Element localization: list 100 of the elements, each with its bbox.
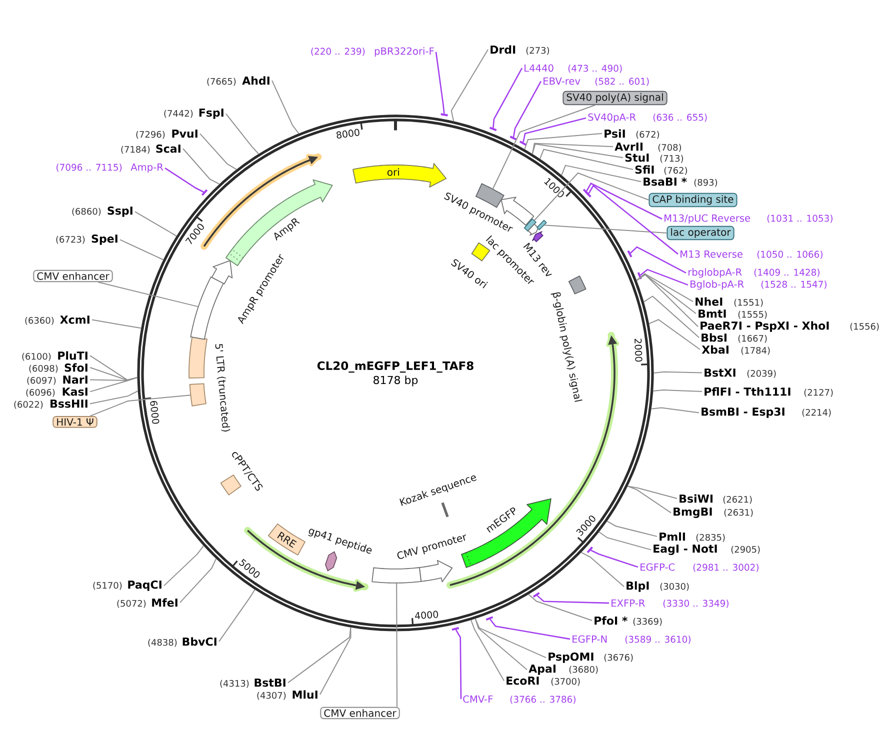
site-label: BssHII [50, 400, 88, 408]
site-label: NarI [63, 376, 88, 384]
leader-line [288, 626, 352, 684]
leader-line [226, 113, 260, 154]
leader-line [455, 629, 462, 700]
site-label: ApaI [528, 664, 556, 675]
leader-line [90, 394, 192, 417]
leader-line [492, 68, 523, 128]
site-position: (6860) [72, 208, 101, 216]
leader-line [648, 319, 700, 350]
site-position: (6096) [26, 388, 55, 397]
site-position: (7296) [136, 130, 165, 139]
leader-line [640, 268, 688, 286]
primer-mark [489, 126, 497, 132]
primer-mark [627, 250, 632, 258]
leader-line [636, 273, 694, 302]
primer-range: (220 .. 239) [311, 48, 365, 56]
site-position: (5072) [117, 600, 146, 608]
site-position: (6097) [27, 376, 56, 385]
feature-label: β-globin poly(A) signal [550, 292, 582, 402]
site-label: KasI [62, 388, 88, 396]
primer-label: L4440 [524, 64, 554, 72]
site-label: PmlI [660, 532, 685, 541]
primer-label: SV40pA-R [588, 113, 636, 123]
site-position: (7665) [207, 78, 236, 86]
site-label: XcmI [60, 316, 90, 324]
primer-label: pBR322ori-F [374, 47, 434, 57]
leader-line [627, 486, 672, 514]
leader-line [134, 211, 177, 237]
site-label: BsaBI * [644, 177, 687, 186]
primer-label: CMV-F [463, 695, 493, 703]
site-label: SspI [108, 206, 132, 217]
leader-line [396, 582, 398, 708]
leader-line [164, 168, 204, 193]
primer-mark [510, 136, 517, 141]
primer-mark [452, 627, 460, 631]
tick-label: 6000 [150, 400, 160, 424]
leader-line [539, 148, 634, 170]
feature-tag: CAP binding site [648, 192, 738, 208]
leader-line [532, 142, 614, 154]
tick-label: 2000 [634, 338, 642, 362]
feature-tag: CMV enhancer [33, 270, 113, 282]
primer-label: M13/pUC Reverse [664, 214, 750, 224]
leader-line [90, 355, 138, 380]
site-label: BlpI [626, 581, 649, 592]
leader-line [598, 532, 652, 550]
site-label: ScaI [156, 144, 180, 153]
plasmid-name: CL20_mEGFP_LEF1_TAF8 [317, 361, 474, 373]
leader-line [643, 296, 700, 338]
leader-line [532, 143, 624, 158]
site-position: (273) [526, 46, 550, 55]
primer-label: EGFP-N [572, 635, 607, 643]
primer-range: (7096 .. 7115) [56, 164, 122, 172]
feature-tag: lac operator [666, 226, 734, 240]
site-label: EagI - NotI [654, 544, 717, 556]
leader-line [450, 49, 488, 122]
site-label: SfiI [635, 165, 654, 174]
leader-line [524, 133, 602, 150]
feature-label: gp41 peptide [308, 528, 372, 554]
tick-label: 8000 [336, 128, 360, 138]
primer-range: (636 .. 655) [653, 114, 707, 122]
primer-range: (3589 .. 3610) [625, 636, 690, 644]
site-position: (2835) [696, 534, 725, 542]
feature-tag: HIV-1 Ψ [52, 416, 98, 428]
site-label: SpeI [92, 234, 118, 245]
leader-line [435, 52, 445, 114]
site-position: (3030) [660, 582, 689, 591]
site-label: BstXI [704, 368, 736, 377]
primer-label: EXFP-R [612, 599, 645, 607]
site-label: PaqCI [128, 580, 162, 591]
site-position: (893) [694, 178, 718, 187]
site-label: SfoI [64, 363, 88, 372]
leader-line [490, 618, 570, 640]
primer-mark [486, 616, 494, 621]
site-label: MluI [292, 690, 318, 699]
leader-line [492, 104, 596, 190]
site-position: (7184) [121, 146, 150, 154]
leader-line [218, 589, 256, 642]
site-position: (2905) [731, 546, 760, 554]
primer-mark [532, 592, 540, 598]
feature-block: ori [352, 163, 447, 188]
site-position: (6098) [29, 364, 58, 373]
site-label: AvrII [614, 142, 642, 151]
primer-label: EGFP-C [640, 563, 675, 571]
primer-mark [440, 113, 448, 116]
site-label: BsiWI [680, 494, 712, 503]
site-position: (3676) [604, 654, 633, 662]
leader-line [90, 367, 138, 381]
primer-label: EBV-rev [544, 77, 580, 85]
site-label: BbvCI [182, 637, 216, 646]
site-position: (713) [660, 154, 684, 163]
primer-range: (1031 .. 1053) [767, 214, 832, 223]
leader-line [543, 224, 668, 234]
site-position: (1667) [738, 334, 767, 343]
site-position: (3680) [569, 666, 598, 674]
site-label: DrdI [490, 45, 516, 54]
site-position: (4313) [220, 680, 249, 688]
feature-box: RRE [268, 523, 306, 556]
site-label: NheI [696, 297, 722, 306]
primer-label: M13 Reverse [680, 250, 743, 258]
